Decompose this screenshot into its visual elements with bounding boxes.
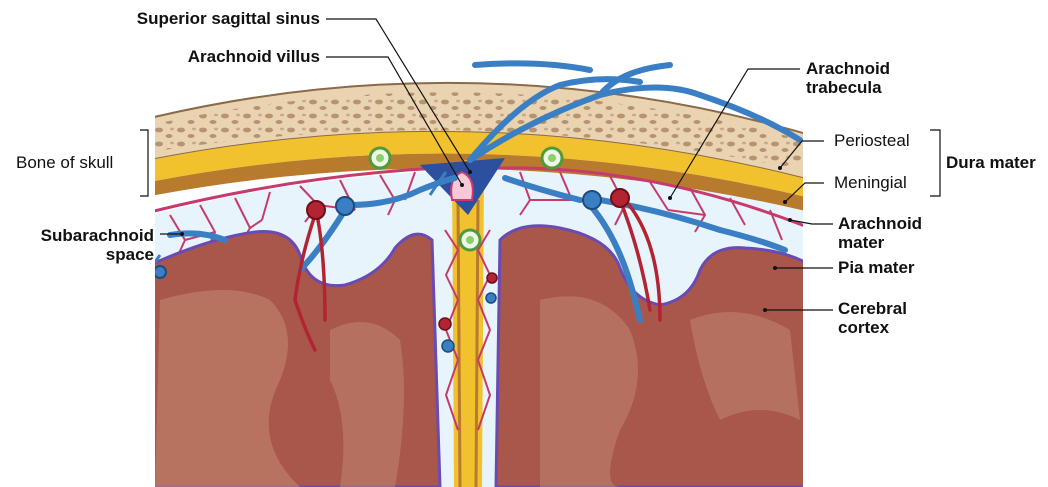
label-periosteal: Periosteal bbox=[834, 131, 910, 151]
label-dura-mater: Dura mater bbox=[946, 153, 1036, 173]
label-pia-mater: Pia mater bbox=[838, 258, 915, 278]
label-bone-of-skull: Bone of skull bbox=[16, 153, 113, 173]
label-superior-sagittal-sinus: Superior sagittal sinus bbox=[94, 9, 320, 29]
label-arachnoid-trabecula-line1: Arachnoid bbox=[806, 59, 890, 79]
label-arachnoid-mater-line2: mater bbox=[838, 233, 884, 253]
label-subarachnoid-line2: space bbox=[0, 245, 154, 265]
label-subarachnoid-line1: Subarachnoid bbox=[0, 226, 154, 246]
label-meningial: Meningial bbox=[834, 173, 907, 193]
anatomy-panel bbox=[150, 0, 810, 487]
label-cerebral-cortex-line2: cortex bbox=[838, 318, 889, 338]
label-cerebral-cortex-line1: Cerebral bbox=[838, 299, 907, 319]
label-arachnoid-mater-line1: Arachnoid bbox=[838, 214, 922, 234]
label-arachnoid-trabecula-line2: trabecula bbox=[806, 78, 882, 98]
label-arachnoid-villus: Arachnoid villus bbox=[150, 47, 320, 67]
